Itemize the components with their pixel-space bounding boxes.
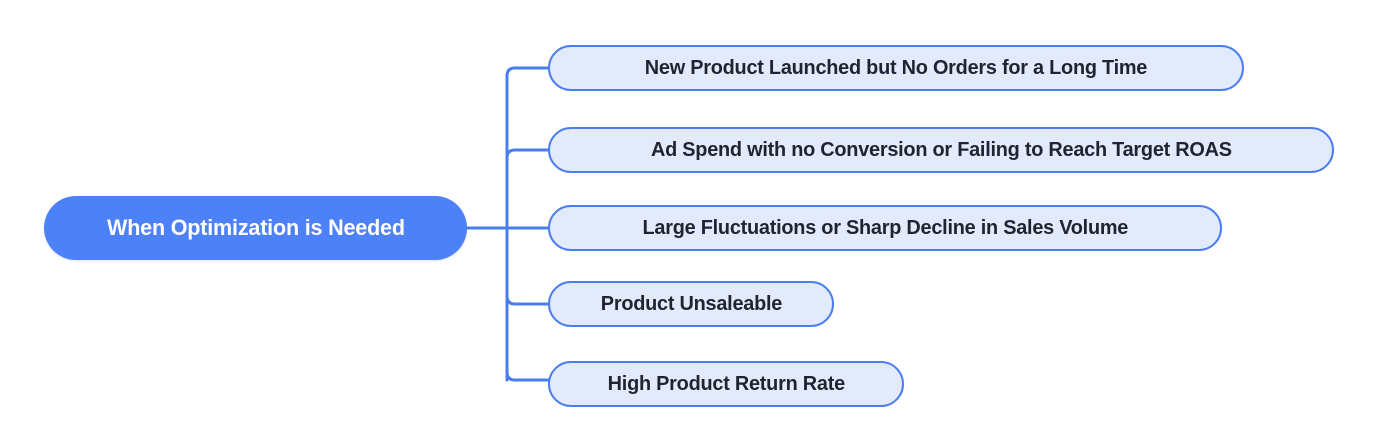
branch-node-2-label: Ad Spend with no Conversion or Failing t… [650,138,1232,161]
root-node[interactable]: When Optimization is Needed [44,196,467,260]
connector-branch-2 [505,148,550,160]
root-node-label: When Optimization is Needed [106,215,405,240]
branch-node-5[interactable]: High Product Return Rate [548,361,904,407]
connector-branch-4 [505,294,550,306]
branch-node-2[interactable]: Ad Spend with no Conversion or Failing t… [548,127,1334,173]
branch-node-5-label: High Product Return Rate [607,372,845,395]
branch-node-1-label: New Product Launched but No Orders for a… [644,56,1148,79]
connector-branch-5 [505,370,550,382]
connector-branch-1 [505,66,550,86]
branch-node-1[interactable]: New Product Launched but No Orders for a… [548,45,1244,91]
branch-node-4-label: Product Unsaleable [600,292,782,315]
branch-node-4[interactable]: Product Unsaleable [548,281,834,327]
branch-node-3-label: Large Fluctuations or Sharp Decline in S… [642,216,1128,239]
branch-node-3[interactable]: Large Fluctuations or Sharp Decline in S… [548,205,1222,251]
